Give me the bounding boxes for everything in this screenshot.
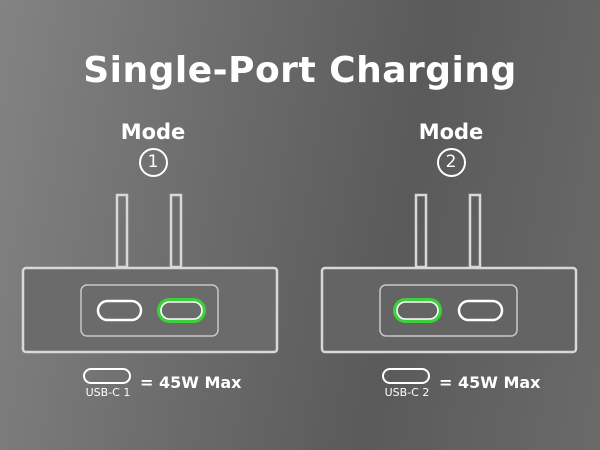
usb-c-port-icon [96, 299, 143, 322]
mode-1-label: Mode [120, 120, 186, 144]
charger-2-prong-left [414, 193, 428, 269]
mode-2-label: Mode [418, 120, 484, 144]
mode-1-heading: Mode 1 [93, 119, 213, 177]
charger-1-body [21, 266, 279, 354]
usb-c-port-icon [382, 368, 430, 384]
charger-2-body [320, 266, 578, 354]
usb-c-port-icon [457, 299, 504, 322]
mode-2-legend: USB-C 2 = 45W Max [379, 366, 541, 400]
usb-c-1-caption: USB-C 1 [85, 386, 131, 399]
usb-c-port-icon [83, 368, 131, 384]
mode-2-rating: = 45W Max [439, 373, 541, 392]
charger-2-prong-right [468, 193, 482, 269]
usb-c-2-caption: USB-C 2 [384, 386, 430, 399]
usb-c-port-icon [157, 298, 206, 323]
usb-c-port-icon [396, 301, 439, 320]
mode-2-heading: Mode 2 [391, 119, 511, 177]
wall-charger-icon [320, 193, 578, 354]
mode-1-number-badge: 1 [138, 148, 168, 177]
mode-1-rating: = 45W Max [140, 373, 242, 392]
wall-charger-icon [21, 193, 279, 354]
charger-1-port-panel [80, 284, 219, 337]
charger-1-prong-right [169, 193, 183, 269]
usb-c-port-icon [160, 301, 203, 320]
mode-1-legend: USB-C 1 = 45W Max [80, 366, 242, 400]
charger-2-port-panel [379, 284, 518, 337]
usb-c-port-icon [393, 298, 442, 323]
page-title: Single-Port Charging [83, 50, 517, 91]
mode-2-number-badge: 2 [436, 148, 466, 177]
charger-1-prong-left [115, 193, 129, 269]
